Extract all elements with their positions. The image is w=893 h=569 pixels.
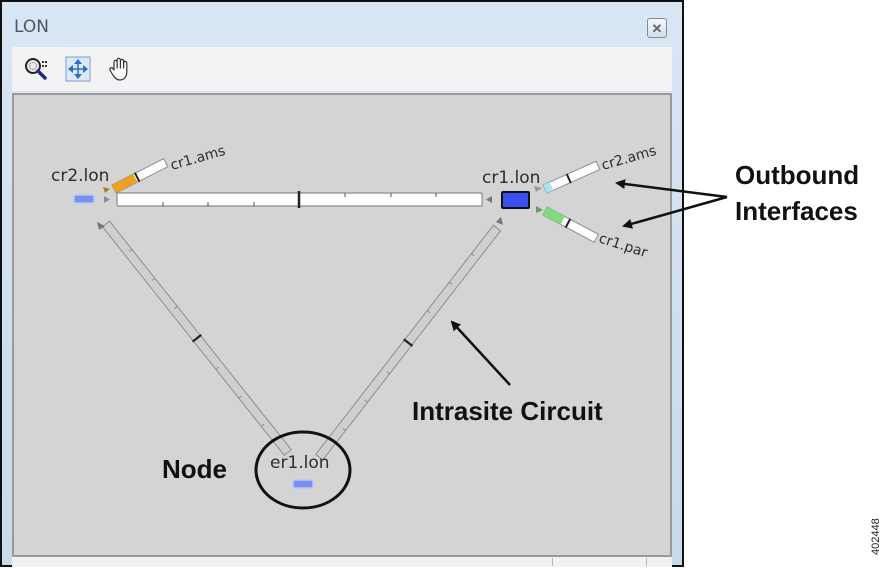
fit-arrows-icon	[65, 56, 91, 82]
circuit-cr2-er1[interactable]	[101, 220, 292, 457]
direction-arrow-icon	[486, 196, 492, 203]
interface-label: cr2.ams	[600, 143, 659, 174]
circuit-cr1-er1[interactable]	[314, 224, 502, 461]
direction-arrow-icon	[104, 196, 110, 203]
annotation-outbound-line1: Outbound	[735, 160, 859, 190]
outbound-interface-cr2-ams[interactable]	[542, 160, 601, 194]
circuit-cr2-cr1[interactable]	[104, 191, 492, 208]
site-view-window: LON ✕	[0, 0, 684, 567]
outbound-interface-cr1-par[interactable]	[542, 206, 599, 243]
annotation-arrow	[622, 195, 728, 229]
router-node-icon	[73, 194, 95, 204]
close-button[interactable]: ✕	[647, 18, 667, 38]
node-label: cr1.lon	[482, 168, 540, 188]
direction-arrow-icon	[103, 187, 110, 193]
annotation-node: Node	[162, 454, 227, 484]
window-title: LON	[14, 17, 49, 37]
annotation-arrow	[615, 179, 728, 199]
pan-tool-button[interactable]	[106, 55, 134, 83]
node-highlight-circle	[254, 430, 352, 510]
status-separator	[646, 558, 647, 566]
status-bar	[12, 557, 672, 567]
outbound-interface-cr1-ams[interactable]	[111, 157, 169, 194]
node-er1-lon[interactable]: er1.lon	[270, 453, 330, 489]
annotation-arrow	[450, 320, 511, 386]
annotation-outbound-line2: Interfaces	[735, 196, 858, 226]
node-cr2-lon[interactable]: cr2.lon	[51, 166, 109, 204]
hand-icon	[109, 57, 128, 81]
magnifier-icon	[25, 58, 47, 80]
node-cr1-lon[interactable]: cr1.lon	[482, 168, 540, 209]
fit-to-view-button[interactable]	[64, 55, 92, 83]
status-separator	[552, 558, 553, 566]
direction-arrow-icon	[97, 222, 105, 230]
close-x-icon: ✕	[651, 20, 663, 36]
annotation-intrasite: Intrasite Circuit	[412, 396, 603, 426]
interface-label: cr1.par	[597, 231, 650, 262]
router-node-icon	[501, 191, 530, 209]
toolbar	[12, 47, 672, 91]
direction-arrow-icon	[496, 217, 503, 225]
title-bar: LON ✕	[2, 2, 682, 46]
figure-id: 402448	[870, 518, 882, 555]
topology-canvas[interactable]	[12, 93, 672, 557]
zoom-tool-button[interactable]	[22, 55, 50, 83]
direction-arrow-icon	[536, 206, 543, 213]
node-label: er1.lon	[270, 453, 330, 473]
router-node-icon	[292, 479, 314, 489]
direction-arrow-icon	[534, 186, 542, 192]
interface-label: cr1.ams	[169, 143, 228, 174]
node-label: cr2.lon	[51, 166, 109, 186]
